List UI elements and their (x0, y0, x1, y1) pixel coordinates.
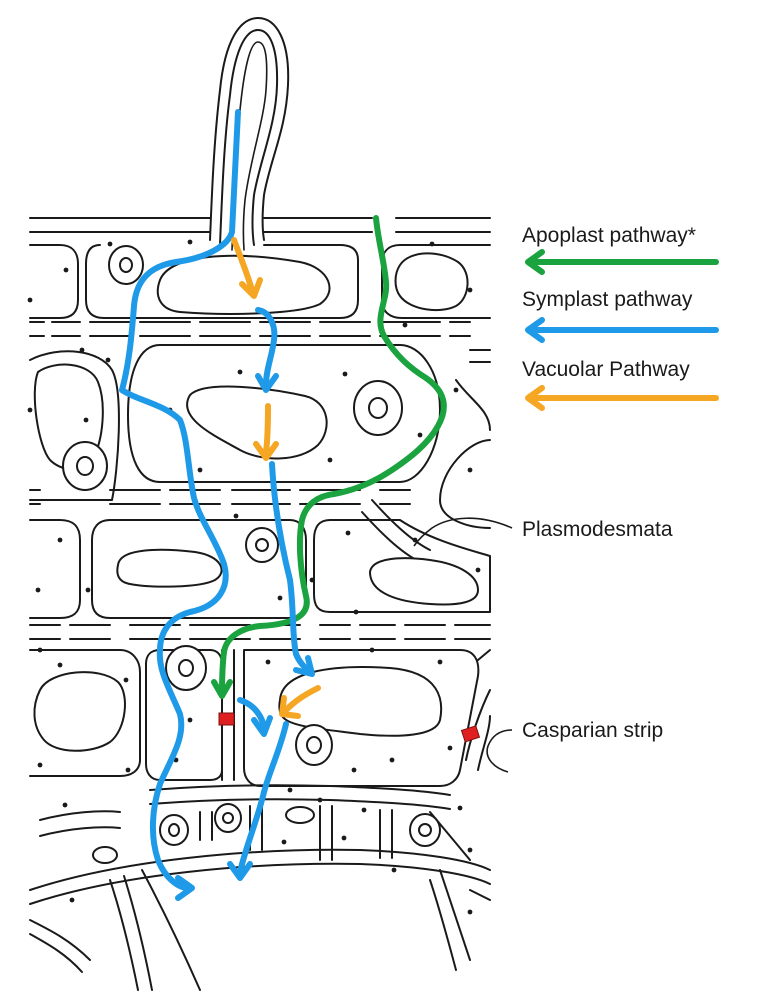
vacuole-endodermis (278, 666, 443, 737)
symplast-pathway-line-5 (237, 721, 289, 875)
casparian-strips (218, 712, 481, 743)
wall-row-4-bottom (149, 798, 451, 810)
vascular-right (429, 869, 491, 971)
xylem-vessel (109, 869, 201, 991)
xylem-wall-bottom (29, 862, 491, 905)
cortex-cell-2-right (313, 519, 491, 613)
vacuolar-arrow-head-1 (239, 277, 263, 299)
legend: Apoplast pathway* Symplast pathway Vacuo… (522, 224, 719, 411)
vacuole-right (368, 557, 480, 606)
vacuolar-pathway-line-2 (263, 403, 271, 455)
plasmodesmata-leader-line (413, 517, 513, 547)
symplast-pathway-line-4 (237, 697, 267, 729)
legend-label-vacuolar: Vacuolar Pathway (522, 358, 690, 381)
nucleus-10 (92, 846, 118, 864)
legend-arrow-apoplast (525, 249, 545, 275)
vacuolar-pathway-line-1 (231, 237, 255, 293)
vacuole-cortex-2 (116, 548, 223, 588)
epidermal-cell-hair (85, 244, 359, 319)
symplast-pathway-line-1 (119, 109, 241, 891)
nucleus-4-inner (255, 538, 269, 552)
vacuolar-pathway (231, 237, 321, 719)
legend-arrow-symplast (525, 317, 545, 343)
symplast-pathway-line-3 (269, 461, 313, 675)
endodermis-cell-right (243, 649, 480, 787)
casparian-strip-leader-line (486, 729, 513, 773)
casparian-strip-mark-1 (218, 712, 235, 726)
root-hair-inner (219, 29, 279, 246)
symplast-pathway-line-2 (255, 307, 278, 387)
cortex-cell-right (455, 349, 491, 431)
wall-row-4-top (149, 784, 451, 796)
apoplast-pathway (211, 215, 447, 699)
endodermis-cell-left (29, 649, 141, 777)
endodermis-wall-outer (465, 649, 491, 771)
organelles (33, 245, 480, 864)
nucleus-7-inner (168, 823, 180, 837)
nucleus-11 (285, 806, 315, 824)
casparian-strip-label: Casparian strip (522, 719, 663, 742)
nucleus-5-inner (178, 659, 194, 677)
vacuole-small-right (394, 252, 469, 312)
plasmodesmata-label: Plasmodesmata (522, 518, 673, 541)
epidermal-cell-left (29, 244, 79, 319)
nucleus-8-inner (222, 812, 234, 824)
vacuolar-arrow-head-3 (279, 695, 301, 719)
legend-label-apoplast: Apoplast pathway* (522, 224, 696, 247)
vacuole-left-2 (33, 671, 126, 752)
legend-label-symplast: Symplast pathway (522, 288, 693, 311)
xylem-wall-top (29, 848, 491, 891)
cortex-right-lobe (439, 439, 491, 529)
symplast-arrow-head-4 (251, 715, 273, 737)
annotations: Plasmodesmata Casparian strip (413, 517, 673, 773)
cortex-cell-1 (127, 344, 441, 483)
vacuolar-arrow-head-2 (253, 441, 279, 461)
cortex-cell-2-left (29, 519, 81, 619)
vacuole-cortex-1 (186, 385, 328, 460)
nucleus-3-inner (76, 456, 94, 476)
apoplast-pathway-line (219, 215, 447, 697)
legend-arrow-vacuolar (525, 385, 545, 411)
nucleus-9-inner (418, 823, 432, 837)
vascular-left (29, 919, 91, 973)
symplast-arrow-head-5 (227, 861, 253, 881)
vascular-cells (39, 805, 471, 861)
symplast-arrow-head-1 (175, 875, 195, 901)
nucleus-1-inner (119, 257, 133, 273)
symplast-arrow-head-2 (255, 373, 279, 393)
nucleus-6-inner (306, 736, 322, 754)
epidermis-outer-right (263, 217, 373, 233)
nucleus-2-inner (368, 397, 388, 419)
apoplast-arrow-head (211, 679, 233, 699)
root-hair-outer (209, 17, 290, 241)
symplast-arrow-head-3 (293, 655, 315, 677)
casparian-strip-mark-2 (460, 725, 481, 743)
epidermis-outer-right-2 (395, 217, 491, 233)
cortex-cell-left (29, 350, 120, 501)
symplast-pathway (119, 109, 315, 901)
vacuolar-pathway-line-3 (283, 685, 321, 713)
